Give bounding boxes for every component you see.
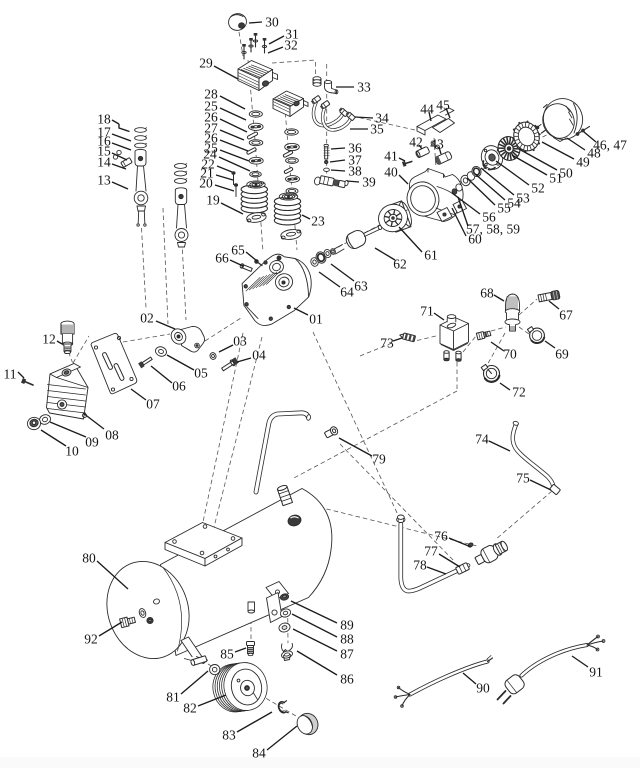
svg-text:81: 81 bbox=[166, 690, 180, 705]
svg-text:60: 60 bbox=[468, 232, 482, 247]
svg-text:50: 50 bbox=[559, 166, 573, 181]
svg-text:76: 76 bbox=[434, 529, 448, 544]
svg-text:01: 01 bbox=[309, 312, 323, 327]
svg-text:33: 33 bbox=[357, 80, 371, 95]
svg-text:38: 38 bbox=[348, 164, 362, 179]
svg-text:63: 63 bbox=[354, 279, 368, 294]
svg-text:16: 16 bbox=[97, 134, 111, 149]
svg-text:07: 07 bbox=[146, 397, 160, 412]
svg-text:69: 69 bbox=[555, 347, 569, 362]
svg-text:52: 52 bbox=[531, 181, 545, 196]
svg-text:55: 55 bbox=[497, 201, 511, 216]
svg-text:26: 26 bbox=[204, 110, 218, 125]
svg-text:12: 12 bbox=[42, 332, 56, 347]
svg-text:24: 24 bbox=[203, 147, 217, 162]
svg-text:78: 78 bbox=[413, 558, 427, 573]
svg-text:13: 13 bbox=[97, 173, 111, 188]
svg-text:72: 72 bbox=[512, 385, 526, 400]
svg-text:86: 86 bbox=[340, 672, 354, 687]
svg-text:43: 43 bbox=[430, 137, 444, 152]
svg-text:23: 23 bbox=[311, 214, 325, 229]
svg-text:56: 56 bbox=[482, 210, 496, 225]
svg-text:77: 77 bbox=[424, 544, 438, 559]
svg-text:10: 10 bbox=[65, 444, 79, 459]
svg-text:26: 26 bbox=[204, 131, 218, 146]
svg-text:28: 28 bbox=[204, 87, 218, 102]
svg-text:87: 87 bbox=[340, 647, 354, 662]
svg-text:84: 84 bbox=[252, 746, 266, 761]
svg-text:04: 04 bbox=[252, 348, 266, 363]
svg-text:46, 47: 46, 47 bbox=[593, 138, 627, 153]
svg-text:54: 54 bbox=[507, 196, 521, 211]
svg-text:61: 61 bbox=[424, 248, 438, 263]
svg-text:21: 21 bbox=[200, 166, 214, 181]
svg-text:09: 09 bbox=[85, 435, 99, 450]
svg-text:42: 42 bbox=[409, 135, 423, 150]
svg-text:14: 14 bbox=[97, 155, 111, 170]
svg-text:18: 18 bbox=[97, 112, 111, 127]
svg-text:35: 35 bbox=[370, 122, 384, 137]
svg-text:66: 66 bbox=[215, 251, 229, 266]
svg-text:68: 68 bbox=[480, 286, 494, 301]
svg-text:34: 34 bbox=[375, 111, 389, 126]
svg-text:62: 62 bbox=[393, 257, 407, 272]
svg-text:27: 27 bbox=[204, 121, 218, 136]
svg-text:25: 25 bbox=[204, 99, 218, 114]
svg-text:39: 39 bbox=[362, 175, 376, 190]
svg-text:02: 02 bbox=[140, 311, 154, 326]
svg-text:83: 83 bbox=[222, 728, 236, 743]
svg-text:80: 80 bbox=[82, 551, 96, 566]
svg-text:74: 74 bbox=[475, 432, 489, 447]
svg-text:31: 31 bbox=[285, 27, 299, 42]
svg-text:49: 49 bbox=[576, 155, 590, 170]
svg-text:17: 17 bbox=[97, 125, 111, 140]
svg-text:70: 70 bbox=[503, 347, 517, 362]
svg-text:11: 11 bbox=[4, 367, 17, 382]
svg-text:92: 92 bbox=[84, 632, 98, 647]
svg-text:22: 22 bbox=[201, 157, 215, 172]
svg-text:79: 79 bbox=[372, 452, 386, 467]
svg-text:89: 89 bbox=[340, 618, 354, 633]
svg-text:25: 25 bbox=[204, 141, 218, 156]
svg-text:65: 65 bbox=[231, 243, 245, 258]
svg-text:08: 08 bbox=[105, 428, 119, 443]
svg-text:15: 15 bbox=[97, 144, 111, 159]
svg-text:45: 45 bbox=[436, 98, 450, 113]
svg-text:29: 29 bbox=[199, 56, 213, 71]
svg-text:20: 20 bbox=[199, 176, 213, 191]
svg-text:91: 91 bbox=[589, 665, 603, 680]
svg-text:03: 03 bbox=[233, 334, 247, 349]
svg-text:48: 48 bbox=[587, 146, 601, 161]
svg-text:82: 82 bbox=[183, 701, 197, 716]
svg-text:32: 32 bbox=[284, 38, 298, 53]
svg-text:41: 41 bbox=[384, 149, 398, 164]
svg-text:30: 30 bbox=[265, 15, 279, 30]
svg-text:51: 51 bbox=[549, 171, 563, 186]
svg-text:67: 67 bbox=[559, 308, 573, 323]
svg-text:75: 75 bbox=[516, 471, 530, 486]
svg-text:88: 88 bbox=[340, 632, 354, 647]
svg-text:44: 44 bbox=[420, 102, 434, 117]
svg-text:06: 06 bbox=[172, 379, 186, 394]
svg-text:05: 05 bbox=[194, 366, 208, 381]
svg-text:71: 71 bbox=[420, 304, 434, 319]
svg-text:57, 58, 59: 57, 58, 59 bbox=[466, 222, 520, 237]
svg-text:85: 85 bbox=[220, 647, 234, 662]
svg-text:19: 19 bbox=[206, 193, 220, 208]
svg-text:36: 36 bbox=[348, 141, 362, 156]
svg-text:53: 53 bbox=[516, 191, 530, 206]
svg-text:40: 40 bbox=[384, 165, 398, 180]
svg-text:37: 37 bbox=[348, 153, 362, 168]
svg-text:73: 73 bbox=[380, 336, 394, 351]
svg-text:90: 90 bbox=[476, 681, 490, 696]
svg-text:64: 64 bbox=[340, 285, 354, 300]
